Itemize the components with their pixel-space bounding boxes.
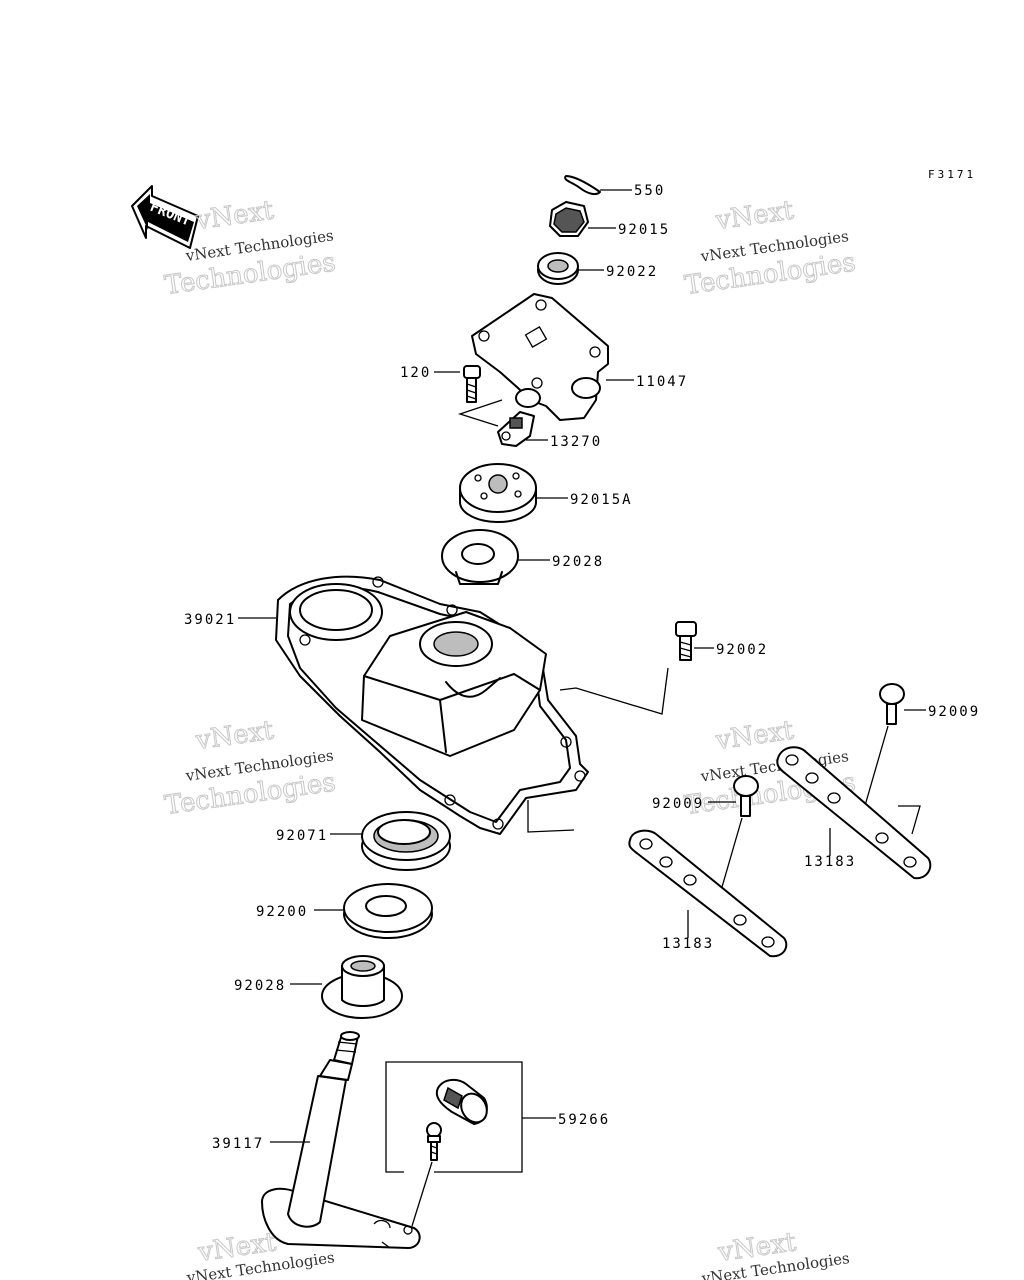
shaft-39117[interactable] [261,1031,421,1249]
seal-92071[interactable] [330,811,451,871]
nut-plate-92015A[interactable] [459,463,568,523]
watermark-top-right: vNext Technologies vNext Technologies [682,195,858,302]
label-92015A: 92015A [570,492,633,508]
label-92015: 92015 [618,222,670,238]
plate-13183-right[interactable] [776,746,932,880]
clip-13270[interactable] [497,411,548,447]
svg-text:vNext: vNext [193,715,276,756]
bushing-92028-bottom[interactable] [290,955,403,1019]
castle-nut-92015[interactable] [549,201,616,237]
svg-text:vNext: vNext [193,195,276,236]
cotter-pin-550[interactable] [564,175,632,196]
label-39021: 39021 [184,612,236,628]
label-59266: 59266 [558,1112,610,1128]
front-arrow-icon: FRONT [131,185,199,249]
label-92028-bottom: 92028 [234,978,286,994]
watermark-bottom-left: vNext vNext Technologies [185,1227,336,1280]
label-92028-top: 92028 [552,554,604,570]
screw-92009-right[interactable] [861,683,926,817]
label-11047: 11047 [636,374,688,390]
label-13270: 13270 [550,434,602,450]
label-92009-right: 92009 [928,704,980,720]
label-13183-right: 13183 [804,854,856,870]
label-92002: 92002 [716,642,768,658]
bolt-120[interactable] [434,365,503,427]
washer-92022[interactable] [537,252,604,285]
svg-text:vNext: vNext [713,195,796,236]
kit-59266[interactable] [385,1061,556,1227]
kit-stud [426,1122,442,1161]
screw-92009-left[interactable] [708,775,759,895]
figure-code: F3171 [928,168,976,181]
kit-cylinder [435,1078,488,1125]
label-92071: 92071 [276,828,328,844]
label-92009-left: 92009 [652,796,704,812]
label-550: 550 [634,183,665,199]
label-13183-left: 13183 [662,936,714,952]
bracket-11047[interactable] [471,293,634,421]
label-92022: 92022 [606,264,658,280]
label-120: 120 [400,365,431,381]
watermark-mid-left: vNext Technologies vNext Technologies [162,715,338,822]
plate-13183-left[interactable] [628,829,788,958]
watermark-bottom-right: vNext vNext Technologies [700,1227,851,1280]
label-92200: 92200 [256,904,308,920]
housing-39021[interactable] [238,575,669,835]
bushing-92028-top[interactable] [441,529,550,585]
label-39117: 39117 [212,1136,264,1152]
washer-92200[interactable] [314,883,433,939]
bolt-92002[interactable] [675,621,714,661]
